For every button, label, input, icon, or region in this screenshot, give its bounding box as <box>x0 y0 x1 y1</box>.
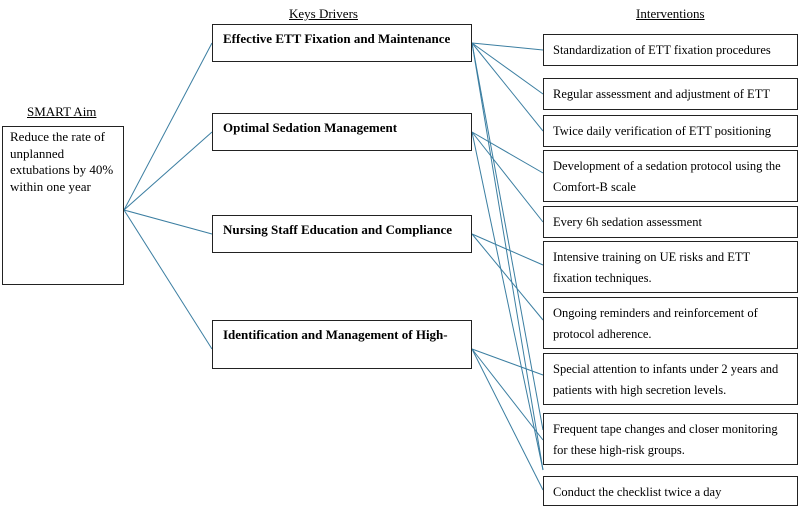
intervention-label: Conduct the checklist twice a day <box>553 485 722 499</box>
aim-driver-connector <box>123 209 213 350</box>
smart-aim-box: Reduce the rate of unplanned extubations… <box>2 126 124 285</box>
driver-intervention-connector <box>471 131 544 174</box>
intervention-label: Frequent tape changes and closer monitor… <box>553 422 778 457</box>
driver-intervention-connector <box>471 348 544 376</box>
aim-driver-connector <box>123 131 213 211</box>
intervention-box: Frequent tape changes and closer monitor… <box>543 413 798 465</box>
interventions-header: Interventions <box>636 6 705 21</box>
intervention-label: Regular assessment and adjustment of ETT <box>553 87 770 101</box>
driver-intervention-connector <box>471 42 544 471</box>
intervention-box: Regular assessment and adjustment of ETT <box>543 78 798 110</box>
intervention-box: Standardization of ETT fixation procedur… <box>543 34 798 66</box>
driver-box: Identification and Management of High- <box>212 320 472 369</box>
intervention-label: Development of a sedation protocol using… <box>553 159 781 194</box>
intervention-box: Development of a sedation protocol using… <box>543 150 798 202</box>
driver-intervention-connector <box>471 42 544 95</box>
key-drivers-header: Keys Drivers <box>289 6 358 21</box>
driver-intervention-connector <box>471 131 544 223</box>
intervention-label: Every 6h sedation assessment <box>553 215 702 229</box>
driver-intervention-connector <box>471 42 544 431</box>
intervention-box: Conduct the checklist twice a day <box>543 476 798 506</box>
driver-intervention-connector <box>471 348 544 491</box>
intervention-box: Every 6h sedation assessment <box>543 206 798 238</box>
intervention-label: Intensive training on UE risks and ETT f… <box>553 250 750 285</box>
driver-intervention-connector <box>471 42 544 132</box>
driver-intervention-connector <box>471 348 544 441</box>
driver-intervention-connector <box>471 131 544 471</box>
driver-intervention-connector <box>471 42 544 51</box>
driver-intervention-connector <box>471 233 544 266</box>
driver-intervention-connector <box>471 233 544 321</box>
intervention-box: Ongoing reminders and reinforcement of p… <box>543 297 798 349</box>
intervention-box: Intensive training on UE risks and ETT f… <box>543 241 798 293</box>
driver-box: Effective ETT Fixation and Maintenance <box>212 24 472 62</box>
aim-driver-connector <box>123 209 213 235</box>
driver-box: Nursing Staff Education and Compliance <box>212 215 472 253</box>
intervention-box: Special attention to infants under 2 yea… <box>543 353 798 405</box>
driver-label: Nursing Staff Education and Compliance <box>223 222 452 237</box>
smart-aim-text: Reduce the rate of unplanned extubations… <box>10 129 114 194</box>
intervention-label: Standardization of ETT fixation procedur… <box>553 43 771 57</box>
aim-driver-connector <box>123 42 213 211</box>
driver-box: Optimal Sedation Management <box>212 113 472 151</box>
intervention-label: Twice daily verification of ETT position… <box>553 124 771 138</box>
intervention-label: Ongoing reminders and reinforcement of p… <box>553 306 758 341</box>
driver-label: Identification and Management of High- <box>223 327 448 342</box>
smart-aim-header: SMART Aim <box>27 104 97 119</box>
intervention-label: Special attention to infants under 2 yea… <box>553 362 779 397</box>
driver-label: Optimal Sedation Management <box>223 120 398 135</box>
intervention-box: Twice daily verification of ETT position… <box>543 115 798 147</box>
driver-label: Effective ETT Fixation and Maintenance <box>223 31 451 46</box>
